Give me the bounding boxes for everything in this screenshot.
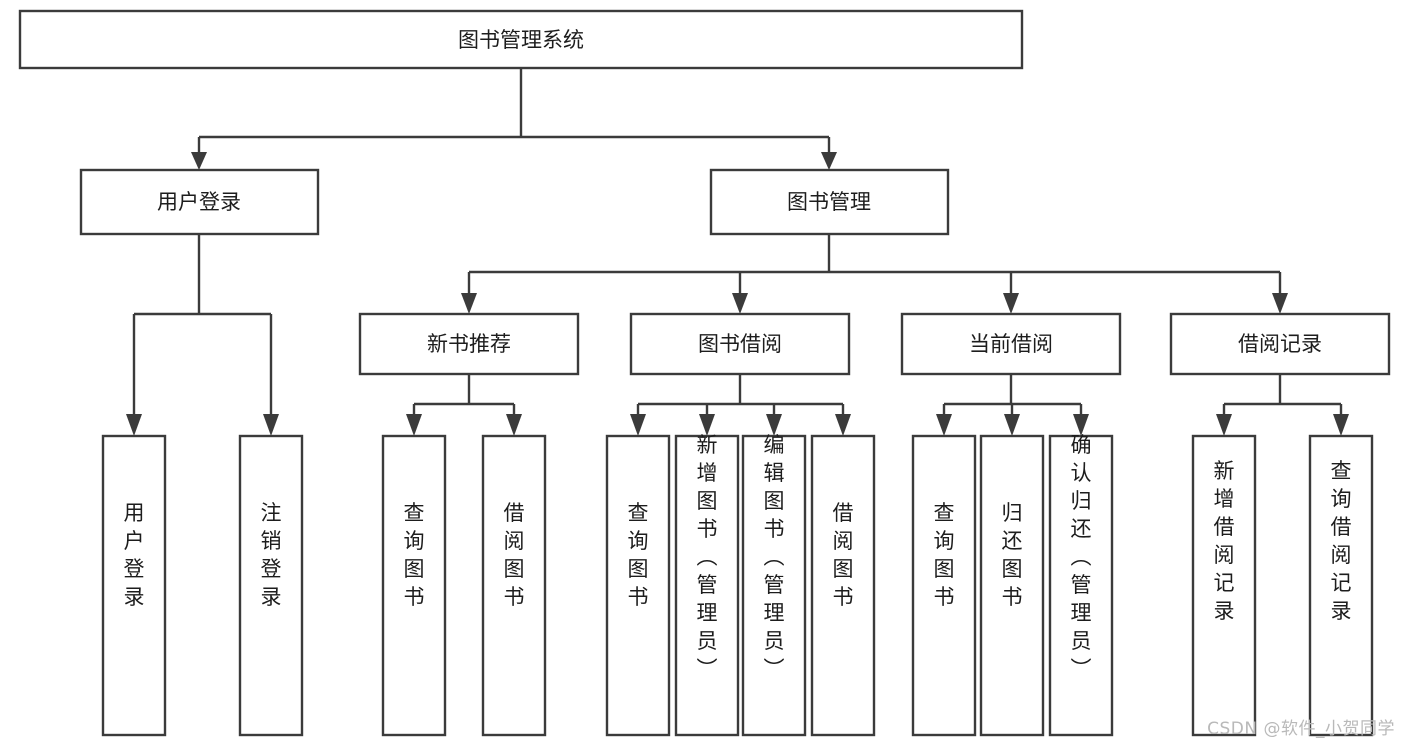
- arrowhead-nb-query: [406, 414, 422, 436]
- leaf-logout-box[interactable]: [238, 434, 304, 737]
- arrowhead-bk-edit: [766, 414, 782, 436]
- leaf-bk-query-book-box[interactable]: [605, 434, 671, 737]
- leaf-rec-query-record[interactable]: 查询借阅记录: [1308, 434, 1374, 737]
- arrowhead-borrow: [732, 293, 748, 314]
- node-user-login[interactable]: 用户登录: [79, 168, 320, 236]
- arrowhead-leaf-logout: [263, 414, 279, 436]
- node-book-management[interactable]: 图书管理: [709, 168, 950, 236]
- leaf-cur-query-book-box[interactable]: [911, 434, 977, 737]
- node-current-borrow-label: 当前借阅: [969, 332, 1053, 356]
- arrowhead-leaf-user-login: [126, 414, 142, 436]
- leaf-bk-borrow-book[interactable]: 借阅图书: [810, 434, 876, 737]
- leaf-nb-query-book[interactable]: 查询图书: [381, 434, 447, 737]
- leaf-rec-add-record-label: 新增借阅记录: [1214, 459, 1235, 623]
- node-book-borrow-box[interactable]: [629, 312, 851, 376]
- arrowhead-rec-query: [1333, 414, 1349, 436]
- csdn-watermark: CSDN @软件_小贺同学: [1207, 719, 1395, 739]
- node-book-borrow-label: 图书借阅: [698, 332, 782, 356]
- node-user-login-box[interactable]: [79, 168, 320, 236]
- node-root-label: 图书管理系统: [458, 28, 584, 52]
- node-book-borrow[interactable]: 图书借阅: [629, 312, 851, 376]
- node-new-book-recommend-label: 新书推荐: [427, 332, 511, 356]
- leaf-nb-borrow-book[interactable]: 借阅图书: [481, 434, 547, 737]
- leaf-bk-edit-book-label: 编辑图书︵管理员︶: [764, 433, 785, 681]
- arrowhead-bk-add: [699, 414, 715, 436]
- node-current-borrow[interactable]: 当前借阅: [900, 312, 1122, 376]
- leaf-rec-add-record[interactable]: 新增借阅记录: [1191, 434, 1257, 737]
- arrowhead-current: [1003, 293, 1019, 314]
- leaf-bk-query-book[interactable]: 查询图书: [605, 434, 671, 737]
- arrowhead-cur-query: [936, 414, 952, 436]
- leaf-nb-query-book-label: 查询图书: [404, 501, 425, 609]
- arrowhead-bk-borrow: [835, 414, 851, 436]
- node-book-management-label: 图书管理: [787, 190, 871, 214]
- leaf-bk-borrow-book-label: 借阅图书: [833, 501, 854, 609]
- arrowhead-nb-borrow: [506, 414, 522, 436]
- leaf-user-login-label: 用户登录: [124, 501, 145, 609]
- arrowhead-cur-confirm: [1073, 414, 1089, 436]
- leaf-logout[interactable]: 注销登录: [238, 434, 304, 737]
- leaf-cur-return-book[interactable]: 归还图书: [979, 434, 1045, 737]
- leaf-nb-borrow-book-label: 借阅图书: [504, 501, 525, 609]
- leaf-bk-add-book[interactable]: 新增图书︵管理员︶: [674, 433, 740, 737]
- leaf-bk-query-book-label: 查询图书: [628, 501, 649, 609]
- leaf-bk-edit-book[interactable]: 编辑图书︵管理员︶: [741, 433, 807, 737]
- node-root-box[interactable]: [18, 9, 1024, 70]
- leaf-bk-add-book-label: 新增图书︵管理员︶: [697, 433, 718, 681]
- arrowhead-newbook: [461, 293, 477, 314]
- arrowhead-cur-return: [1004, 414, 1020, 436]
- leaf-cur-confirm-return-box[interactable]: [1048, 434, 1114, 737]
- leaf-user-login[interactable]: 用户登录: [101, 434, 167, 737]
- leaf-rec-add-record-box[interactable]: [1191, 434, 1257, 737]
- node-user-login-label: 用户登录: [157, 190, 241, 214]
- leaf-cur-return-book-label: 归还图书: [1002, 501, 1023, 609]
- leaf-rec-query-record-label: 查询借阅记录: [1331, 459, 1352, 623]
- connectors-group: [126, 68, 1349, 436]
- leaf-cur-confirm-return[interactable]: 确认归还︵管理员︶: [1048, 433, 1114, 737]
- leaf-rec-query-record-box[interactable]: [1308, 434, 1374, 737]
- node-borrow-record[interactable]: 借阅记录: [1169, 312, 1391, 376]
- arrowhead-book-mgmt: [821, 152, 837, 170]
- leaf-cur-confirm-return-label: 确认归还︵管理员︶: [1071, 433, 1092, 681]
- leaf-nb-query-book-box[interactable]: [381, 434, 447, 737]
- node-new-book-recommend[interactable]: 新书推荐: [358, 312, 580, 376]
- leaf-bk-add-book-box[interactable]: [674, 434, 740, 737]
- leaf-cur-query-book[interactable]: 查询图书: [911, 434, 977, 737]
- leaf-cur-query-book-label: 查询图书: [934, 501, 955, 609]
- arrowhead-record: [1272, 293, 1288, 314]
- node-new-book-recommend-box[interactable]: [358, 312, 580, 376]
- leaf-bk-borrow-book-box[interactable]: [810, 434, 876, 737]
- node-book-management-box[interactable]: [709, 168, 950, 236]
- leaf-cur-return-book-box[interactable]: [979, 434, 1045, 737]
- leaf-nb-borrow-book-box[interactable]: [481, 434, 547, 737]
- leaf-logout-label: 注销登录: [261, 501, 282, 609]
- node-root-system[interactable]: 图书管理系统: [18, 9, 1024, 70]
- node-borrow-record-box[interactable]: [1169, 312, 1391, 376]
- arrowhead-rec-add: [1216, 414, 1232, 436]
- node-borrow-record-label: 借阅记录: [1238, 332, 1322, 356]
- node-current-borrow-box[interactable]: [900, 312, 1122, 376]
- arrowhead-user-login: [191, 152, 207, 170]
- leaf-user-login-box[interactable]: [101, 434, 167, 737]
- arrowhead-bk-query: [630, 414, 646, 436]
- leaf-bk-edit-book-box[interactable]: [741, 434, 807, 737]
